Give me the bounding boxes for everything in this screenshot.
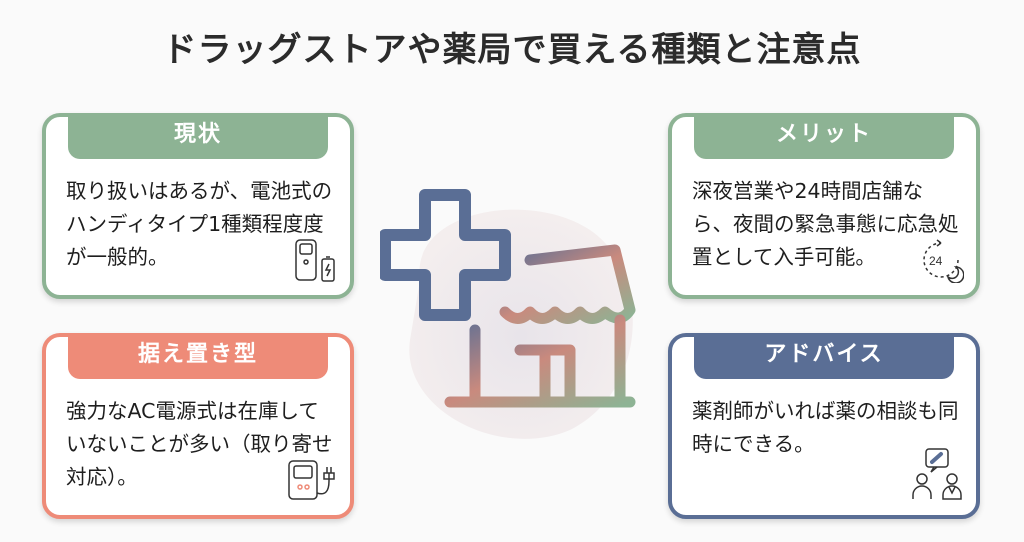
card-stationary-type: 据え置き型 強力なAC電源式は在庫していないことが多い（取り寄せ対応）。 (42, 333, 354, 519)
card-advice: アドバイス 薬剤師がいれば薬の相談も同時にできる。 (668, 333, 980, 519)
card-text: 深夜営業や24時間店舗なら、夜間の緊急事態に応急処置として入手可能。 (692, 179, 959, 269)
plug-device-icon (288, 460, 335, 500)
card-current-status: 現状 取り扱いはあるが、電池式のハンディタイプ1種類程度度が一般的。 (42, 113, 354, 299)
medical-cross-icon (380, 189, 511, 321)
card-merits: メリット 深夜営業や24時間店舗なら、夜間の緊急事態に応急処置として入手可能。 … (668, 113, 980, 299)
background-blob (409, 209, 633, 439)
card-heading: 据え置き型 (68, 333, 328, 379)
page-title: ドラッグストアや薬局で買える種類と注意点 (162, 30, 862, 70)
card-text: 取り扱いはあるが、電池式のハンディタイプ1種類程度度が一般的。 (66, 179, 333, 269)
pharmacy-store-illustration (380, 189, 636, 439)
store-icon (444, 244, 636, 408)
card-text: 薬剤師がいれば薬の相談も同時にできる。 (692, 399, 959, 456)
card-text: 強力なAC電源式は在庫していないことが多い（取り寄せ対応）。 (66, 399, 333, 489)
clock-label: 24 (929, 254, 943, 268)
card-heading: 現状 (68, 113, 328, 159)
card-heading: アドバイス (694, 333, 954, 379)
24-hour-clock-icon: 24 (923, 239, 964, 283)
pharmacist-consultation-icon (912, 448, 962, 500)
card-heading: メリット (694, 113, 954, 159)
handheld-battery-icon (295, 239, 335, 282)
